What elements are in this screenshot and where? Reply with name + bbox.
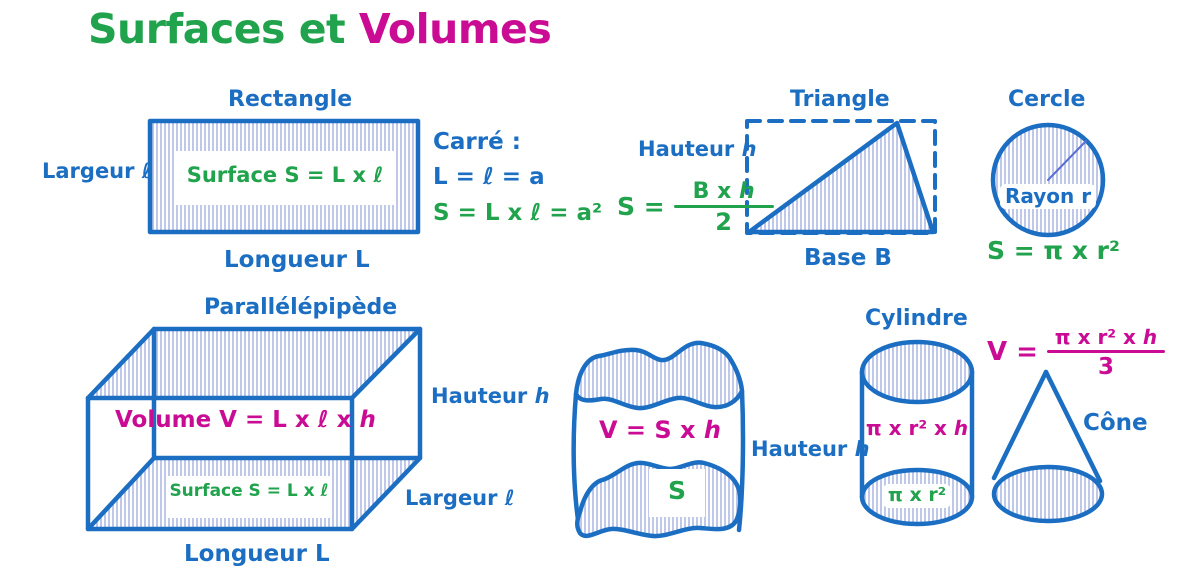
circle-title: Cercle [1008,87,1086,112]
cone-formula-denominator: 3 [1097,354,1114,380]
rectangle-title: Rectangle [228,87,353,112]
parallelepiped-shape [85,326,423,532]
radius-line [1047,140,1087,181]
cone-shape [991,369,1105,524]
prism-shape [571,340,746,539]
square-title: Carré : [433,129,521,155]
parallelepiped-top-face [85,326,423,401]
parallelepiped-volume-formula: Volume V = L x ℓ x ℎ [115,407,376,433]
circle-rayon-label: Rayon r [999,184,1097,209]
rectangle-longueur-label: Longueur L [224,247,370,273]
cone-title: Cône [1083,410,1148,436]
triangle-hauteur-label: Hauteur ℎ [638,137,757,161]
triangle-title: Triangle [790,87,890,112]
triangle-formula-fraction: B x ℎ 2 [673,179,774,237]
prism-surface-label: S [667,476,686,505]
triangle-formula-numerator: B x ℎ [692,179,755,204]
triangle-formula-lhs: S = [617,192,665,222]
square-sides-equality: L = ℓ = a [433,164,545,191]
cone-volume-formula: V = π x r² x ℎ 3 [987,327,1165,379]
cylinder-title: Cylindre [865,306,968,331]
circle-shape [990,122,1106,238]
rectangle-largeur-label: Largeur ℓ [42,159,152,183]
cylinder-base-formula: π x r² [882,484,952,508]
circle-surface-formula: S = π x r² [987,236,1120,265]
triangle-formula-denominator: 2 [715,208,732,237]
parallelepiped-surface-formula: Surface S = L x ℓ [169,481,329,501]
cylinder-lateral-formula: π x r² x ℎ [865,416,969,440]
cone-base [991,464,1105,524]
parallelepiped-largeur-label: Largeur ℓ [405,486,515,510]
cone-formula-lhs: V = [987,337,1038,368]
cone-formula-fraction: π x r² x ℎ 3 [1046,325,1165,380]
page-title: Surfaces et Volumes [88,5,552,53]
rectangle-surface-formula: Surface S = L x ℓ [186,163,384,187]
square-formula-block: Carré : L = ℓ = a S = L x ℓ = a² [433,129,602,226]
fraction-bar [673,205,774,209]
cylinder-top-face [859,339,975,405]
prism-top-surface [573,340,745,411]
parallelepiped-title: Parallélépipède [204,295,398,320]
square-surface-formula: S = L x ℓ = a² [433,199,603,226]
fraction-bar [1046,350,1165,353]
page-title-part2: Volumes [358,5,552,53]
cylinder-shape [859,339,975,527]
prism-hauteur-label: Hauteur ℎ [751,437,870,461]
prism-volume-formula: V = S x ℎ [599,416,721,444]
page-title-part1: Surfaces et [88,5,359,53]
triangle-base-label: Base B [804,245,892,271]
triangle-shape [745,119,937,235]
triangle-surface-formula: S = B x ℎ 2 [617,180,774,235]
parallelepiped-hauteur-label: Hauteur ℎ [431,384,550,408]
cone-formula-numerator: π x r² x ℎ [1054,325,1158,349]
rectangle-shape [147,118,421,235]
parallelepiped-longueur-label: Longueur L [184,541,330,567]
